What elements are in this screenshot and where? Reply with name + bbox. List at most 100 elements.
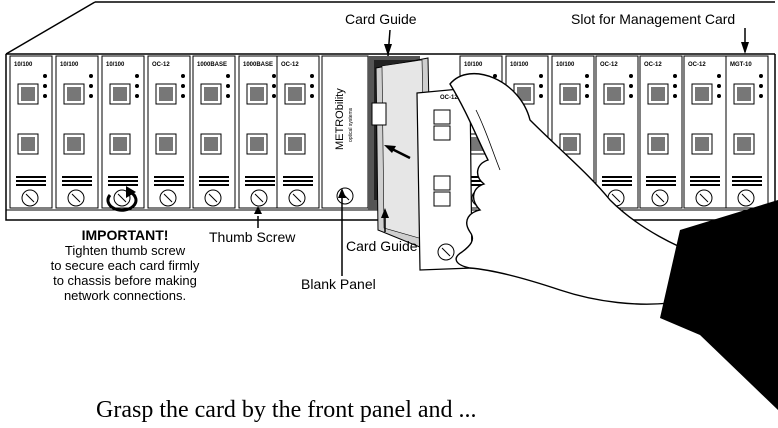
port-inner	[517, 87, 531, 101]
led	[673, 84, 677, 88]
slot-label: OC-12	[644, 62, 662, 68]
blank-panel: METRObility optical systems	[321, 55, 369, 209]
sleeve	[660, 200, 778, 410]
vent-bar	[646, 184, 676, 186]
vent-bar	[690, 176, 720, 178]
port-inner	[695, 87, 709, 101]
thumb-screw-slot	[208, 193, 218, 203]
slot-card: OC-12	[276, 55, 320, 209]
blank-panel-sub: optical systems	[348, 107, 354, 142]
blank-panel-label: Blank Panel	[301, 276, 376, 292]
led	[539, 94, 543, 98]
port-inner	[288, 87, 302, 101]
led	[89, 84, 93, 88]
slot-card: MGT-10	[725, 55, 769, 209]
slot-label: MGT-10	[730, 62, 752, 68]
vent-bar	[732, 180, 762, 182]
thumb-screw-slot	[611, 193, 621, 203]
slot-card: OC-12	[147, 55, 191, 209]
caption: Grasp the card by the front panel and ..…	[96, 397, 477, 423]
thumb-screw-slot	[25, 193, 35, 203]
thumb-screw-slot	[163, 193, 173, 203]
vent-bar	[108, 180, 138, 182]
vent-bar	[62, 180, 92, 182]
slot-label: 10/100	[510, 62, 529, 68]
port-inner	[737, 87, 751, 101]
vent-bar	[16, 180, 46, 182]
port-inner	[67, 137, 81, 151]
port-inner	[67, 87, 81, 101]
slot-card: OC-12	[639, 55, 683, 209]
vent-bar	[16, 184, 46, 186]
vent-bar	[245, 184, 275, 186]
led	[759, 84, 763, 88]
led	[759, 94, 763, 98]
led	[226, 84, 230, 88]
thumb-screw-slot	[71, 193, 81, 203]
led	[43, 84, 47, 88]
led	[43, 94, 47, 98]
vent-bar	[154, 180, 184, 182]
slot-label: OC-12	[688, 62, 706, 68]
port-inner	[21, 87, 35, 101]
led	[629, 84, 633, 88]
slot-label: 1000BASE	[197, 62, 227, 68]
hand	[449, 73, 701, 305]
callout-lines	[254, 28, 749, 276]
vent-bar	[199, 180, 229, 182]
port-inner	[250, 87, 264, 101]
vent-bar	[283, 180, 313, 182]
slot-label: 10/100	[556, 62, 575, 68]
led	[43, 74, 47, 78]
slot-label: 10/100	[14, 62, 33, 68]
slot-label: 10/100	[60, 62, 79, 68]
led	[272, 84, 276, 88]
port-inner	[563, 87, 577, 101]
vent-bar	[283, 184, 313, 186]
led	[717, 94, 721, 98]
thumb-screw-slot	[699, 193, 709, 203]
port-inner	[113, 87, 127, 101]
slot-card: 1000BASE	[238, 55, 282, 209]
led	[673, 94, 677, 98]
thumb-screw-slot	[292, 193, 302, 203]
led	[89, 74, 93, 78]
slot-label: 1000BASE	[243, 62, 273, 68]
led	[181, 84, 185, 88]
led	[585, 74, 589, 78]
led	[539, 84, 543, 88]
vent-bar	[245, 180, 275, 182]
vent-bar	[283, 176, 313, 178]
important-line-3: to chassis before making	[53, 273, 197, 288]
vent-bar	[199, 184, 229, 186]
led	[629, 74, 633, 78]
vent-bar	[690, 184, 720, 186]
port-inner	[159, 137, 173, 151]
slot-label: OC-12	[600, 62, 618, 68]
slot-label: 10/100	[464, 62, 483, 68]
vent-bar	[154, 176, 184, 178]
vent-bar	[199, 176, 229, 178]
important-title: IMPORTANT!	[81, 227, 169, 243]
led	[226, 74, 230, 78]
vent-bar	[602, 176, 632, 178]
port-inner	[563, 137, 577, 151]
led	[585, 84, 589, 88]
led	[135, 94, 139, 98]
vent-bar	[732, 176, 762, 178]
vent-bar	[646, 180, 676, 182]
vent-bar	[108, 184, 138, 186]
slot-card: 10/100	[55, 55, 99, 209]
rotate-arrow	[106, 186, 138, 212]
important-line-2: to secure each card firmly	[50, 258, 200, 273]
thumb-screw-slot	[117, 193, 127, 203]
slot-management-label: Slot for Management Card	[571, 11, 736, 27]
port-inner	[21, 137, 35, 151]
led	[181, 94, 185, 98]
port-inner	[113, 137, 127, 151]
led	[226, 94, 230, 98]
inserted-card: OC-12	[371, 57, 473, 271]
led	[493, 74, 497, 78]
led	[89, 94, 93, 98]
